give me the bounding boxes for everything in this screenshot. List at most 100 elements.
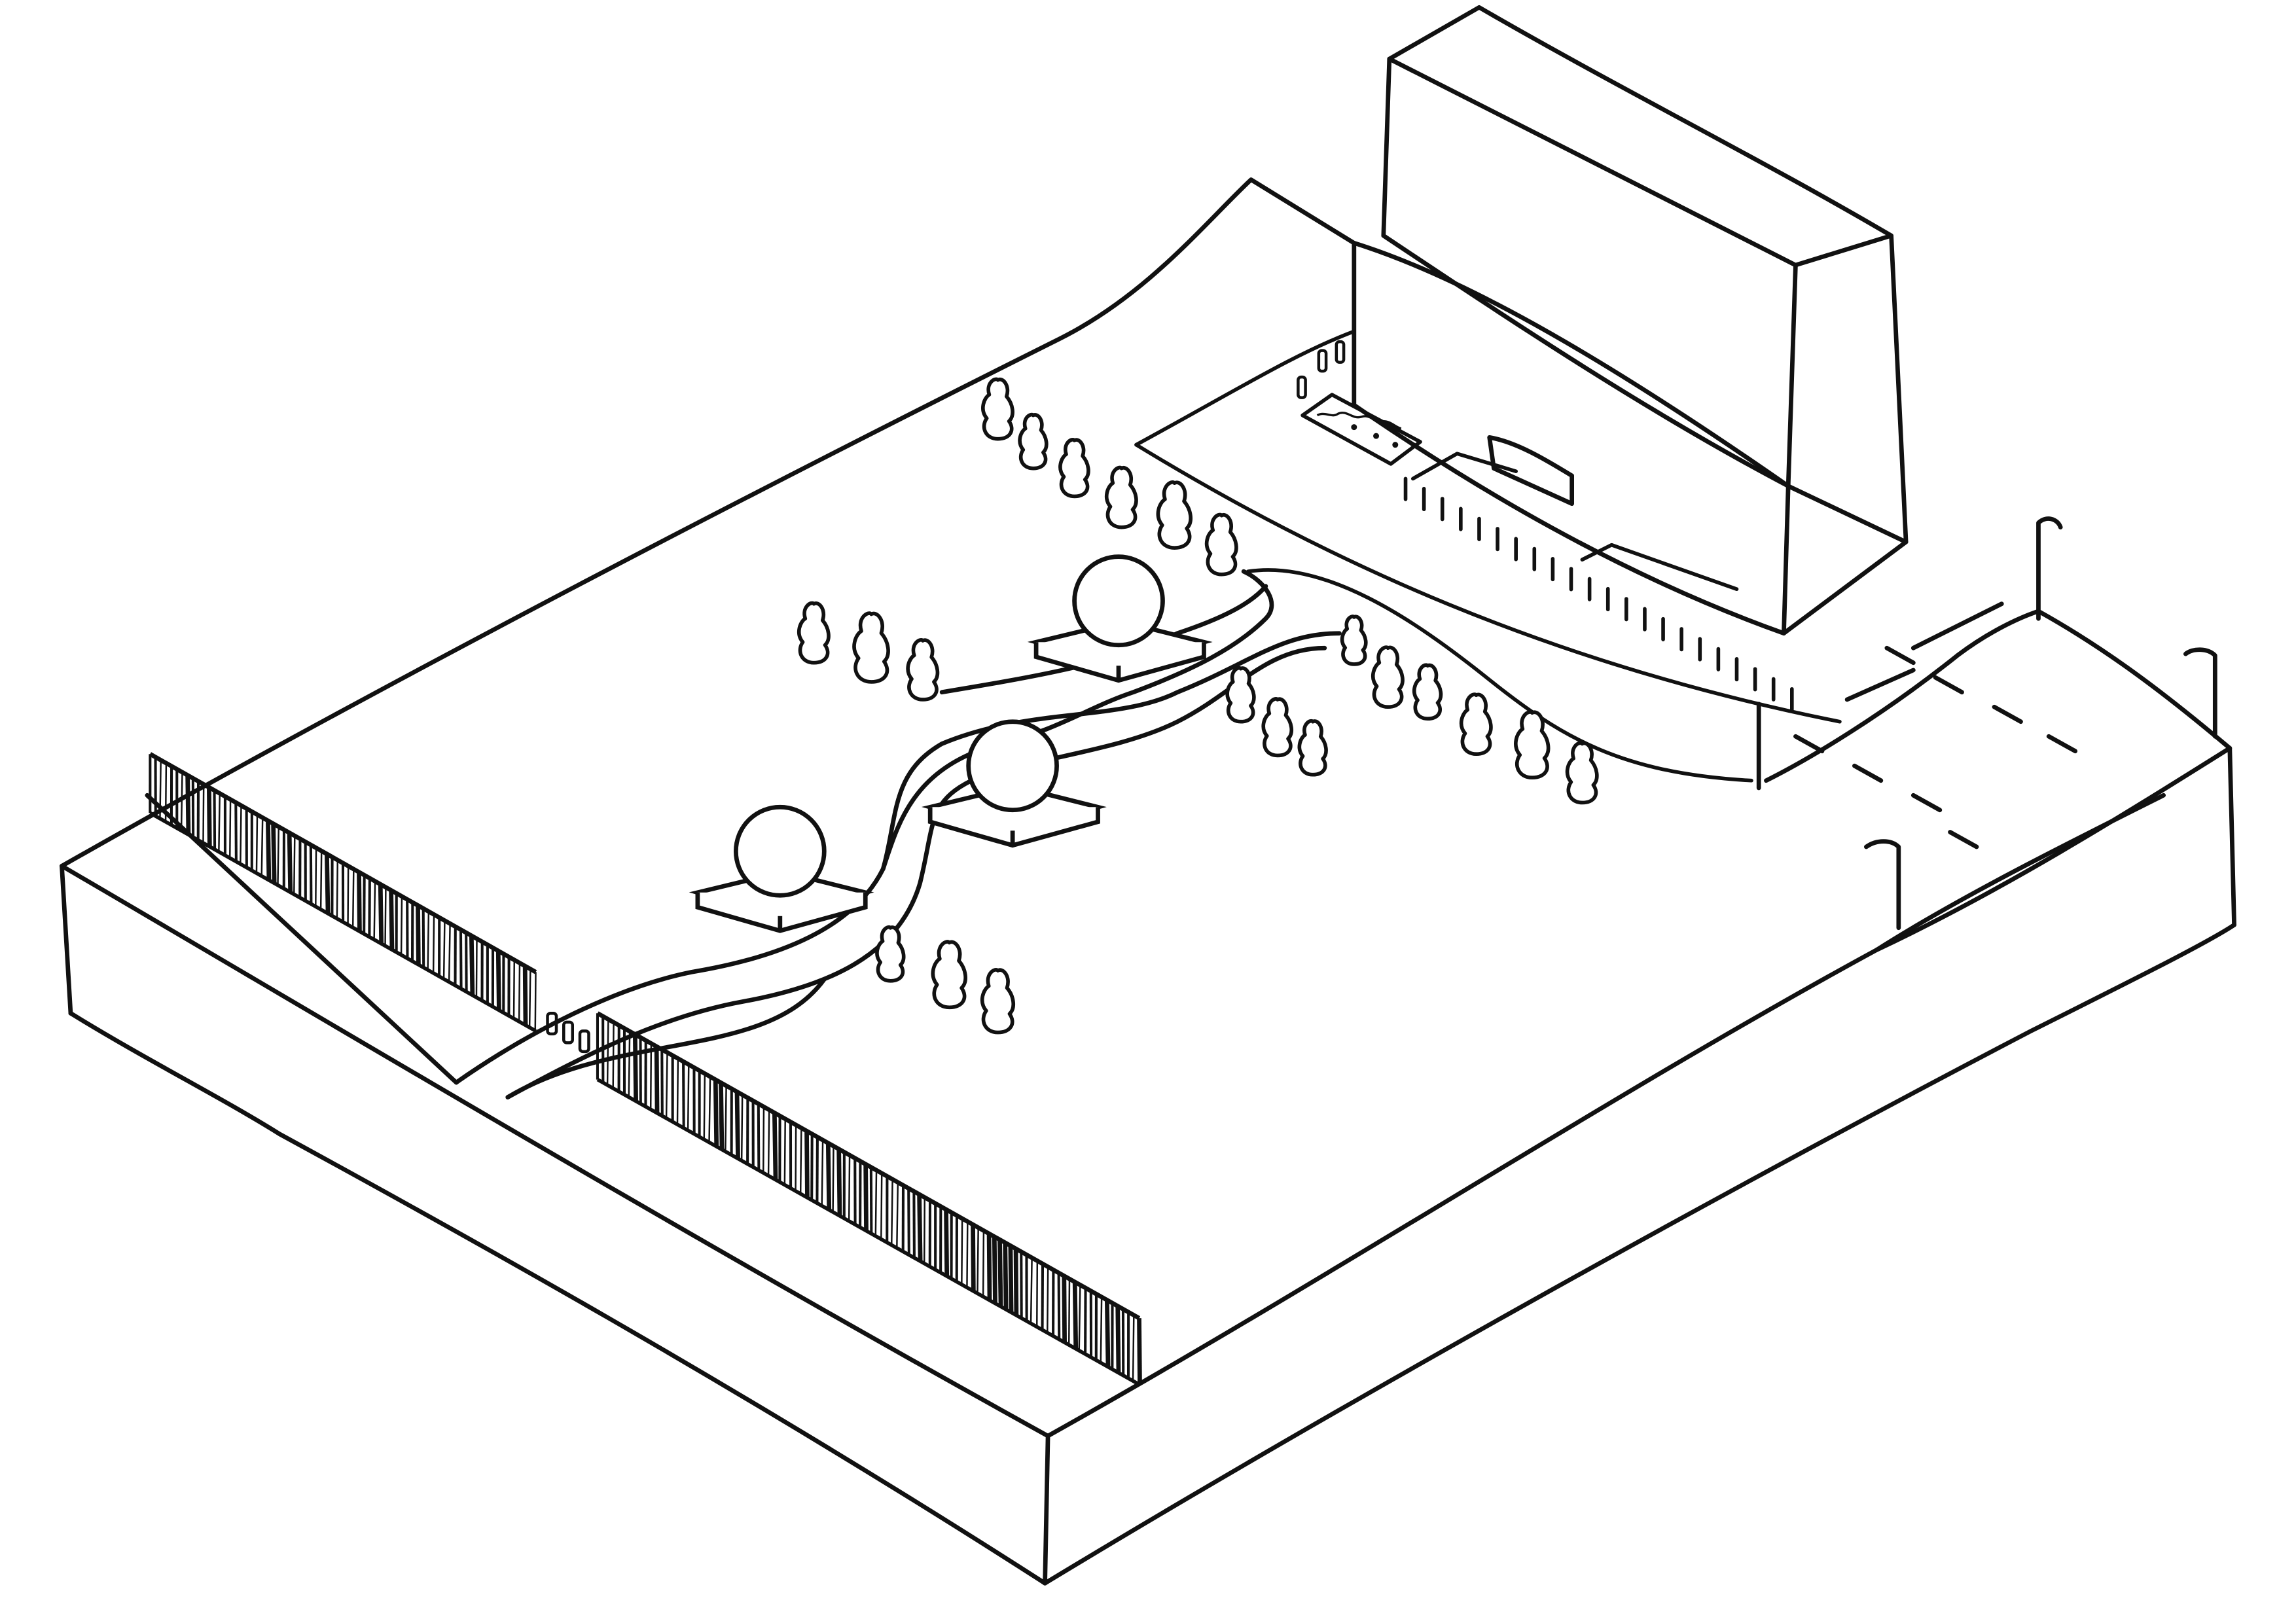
slab-corner-edge (1043, 1433, 1050, 1586)
parking-stall-mark (1910, 793, 1943, 813)
forecourt-bollard (1297, 375, 1307, 399)
fence-picket (347, 866, 350, 925)
winding-path (454, 569, 1342, 1099)
tree (1514, 710, 1551, 780)
tree (1371, 645, 1405, 709)
fence-picket (534, 972, 537, 1031)
front-strip-line (145, 793, 459, 1085)
fence-picket (518, 963, 521, 1022)
path-to-parking (1246, 568, 1753, 783)
fence-picket (869, 1167, 873, 1234)
tree (1297, 719, 1328, 777)
path-edge-lower (505, 645, 1327, 1099)
fence-picket (719, 1082, 725, 1149)
fence-picket (863, 1164, 869, 1231)
forecourt-bollard (1317, 349, 1328, 373)
fence-picket (260, 817, 264, 877)
fence-run-left (149, 752, 537, 1033)
front-fence (149, 752, 1142, 1386)
sphere-sculpture (689, 804, 874, 933)
fence-picket (389, 890, 395, 950)
fence-picket (1078, 1285, 1081, 1351)
tree (1412, 663, 1443, 721)
fence-picket (1132, 1315, 1135, 1382)
fence-picket (836, 1149, 842, 1216)
podium-front-face (1352, 240, 1786, 636)
lamp-3 (1864, 839, 1901, 931)
tree (1225, 666, 1256, 724)
fence-picket (495, 950, 501, 1010)
podium-side (1352, 240, 1909, 636)
fence-picket (665, 1052, 668, 1119)
fence-picket (287, 832, 293, 892)
fence-picket (825, 1143, 832, 1209)
forecourt-bollard (1335, 340, 1346, 364)
sphere (733, 804, 827, 898)
fence-picket (606, 1019, 609, 1086)
tree (1565, 741, 1599, 805)
fence-picket (799, 1128, 802, 1194)
entrance-bollard (546, 1012, 558, 1036)
fence-picket (982, 1230, 985, 1297)
tree (1204, 512, 1238, 577)
sphere (966, 719, 1059, 813)
fence-picket (400, 896, 403, 955)
fence-picket (1115, 1306, 1121, 1373)
tree-clusters (797, 377, 1599, 1035)
fence-picket (422, 908, 425, 968)
fence-picket (821, 1140, 824, 1207)
fence-picket (762, 1107, 765, 1173)
slab-front-bottom-edge (68, 1010, 1047, 1586)
fence-picket (832, 1146, 834, 1213)
parking-stall-mark (1992, 704, 2023, 724)
path-edge-upper (454, 631, 1342, 1085)
fence-picket (271, 823, 277, 883)
fence-picket (336, 860, 339, 919)
slab-right-bottom-edge (1043, 922, 2236, 1586)
fence-picket (992, 1236, 997, 1303)
fence-picket (725, 1085, 727, 1152)
planter (1300, 393, 1422, 466)
forecourt (1134, 329, 1842, 783)
tree (931, 940, 967, 1010)
fence-picket (1003, 1242, 1009, 1310)
fence-picket (804, 1131, 810, 1198)
entrance-bollard (578, 1029, 590, 1054)
fence-picket (961, 1218, 963, 1285)
fence-picket (977, 1227, 979, 1294)
fence-picket (315, 847, 317, 907)
fence-picket (907, 1188, 910, 1255)
fence-picket (1062, 1275, 1067, 1342)
parking-stall-mark (1793, 734, 1825, 754)
tall-building (1352, 5, 1909, 636)
fence-picket (880, 1173, 883, 1240)
parking-stall-mark (1852, 763, 1884, 783)
tree (981, 377, 1014, 441)
parking-stall-mark (1884, 645, 1916, 666)
fence-picket (202, 784, 205, 844)
fence-picket (180, 772, 183, 832)
fence-picket (986, 1233, 992, 1300)
street-lamps (1756, 516, 2217, 931)
fence-picket (522, 966, 528, 1026)
entrance-box (1487, 435, 1575, 507)
tree (980, 968, 1016, 1035)
fence-picket (469, 935, 475, 995)
fence-picket (632, 1034, 638, 1101)
tree (906, 638, 940, 702)
entrance-bollards (546, 340, 1346, 1054)
parking-right-edge (1874, 793, 2166, 952)
tree (1340, 615, 1368, 666)
fence-picket (682, 1061, 685, 1128)
parking-lot (1764, 601, 2233, 952)
fence-picket (917, 1194, 923, 1261)
fence-picket (293, 836, 296, 895)
tree (852, 611, 890, 684)
fence-picket (848, 1155, 851, 1222)
fence-picket (654, 1046, 660, 1113)
fence-picket (703, 1073, 706, 1140)
fence-picket (890, 1179, 893, 1246)
fence-top-rail (596, 1011, 1141, 1321)
entrance-bollard (562, 1020, 574, 1044)
